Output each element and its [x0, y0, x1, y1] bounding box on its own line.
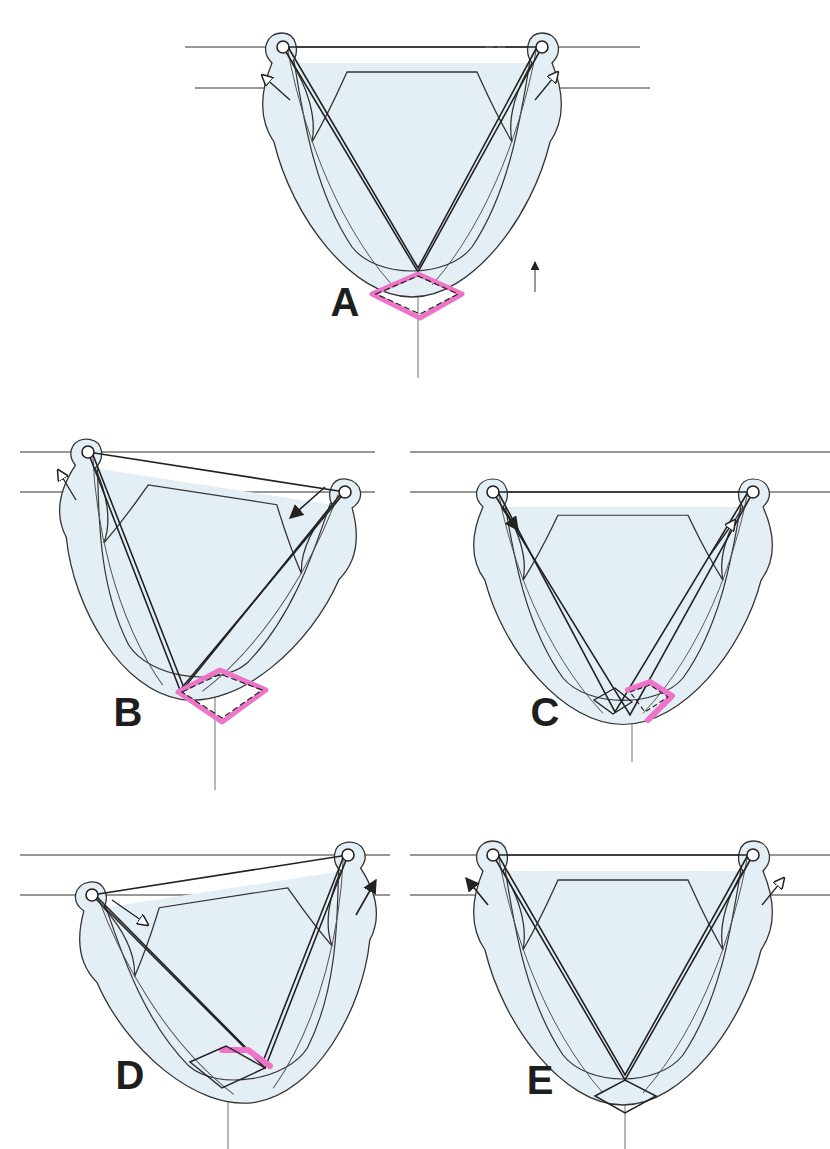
figure-letter: A [331, 282, 360, 322]
figure-letter: C [531, 692, 560, 732]
figure-letter: E [527, 1060, 554, 1100]
figure-letter: B [114, 692, 143, 732]
figure-letter: D [116, 1055, 145, 1095]
